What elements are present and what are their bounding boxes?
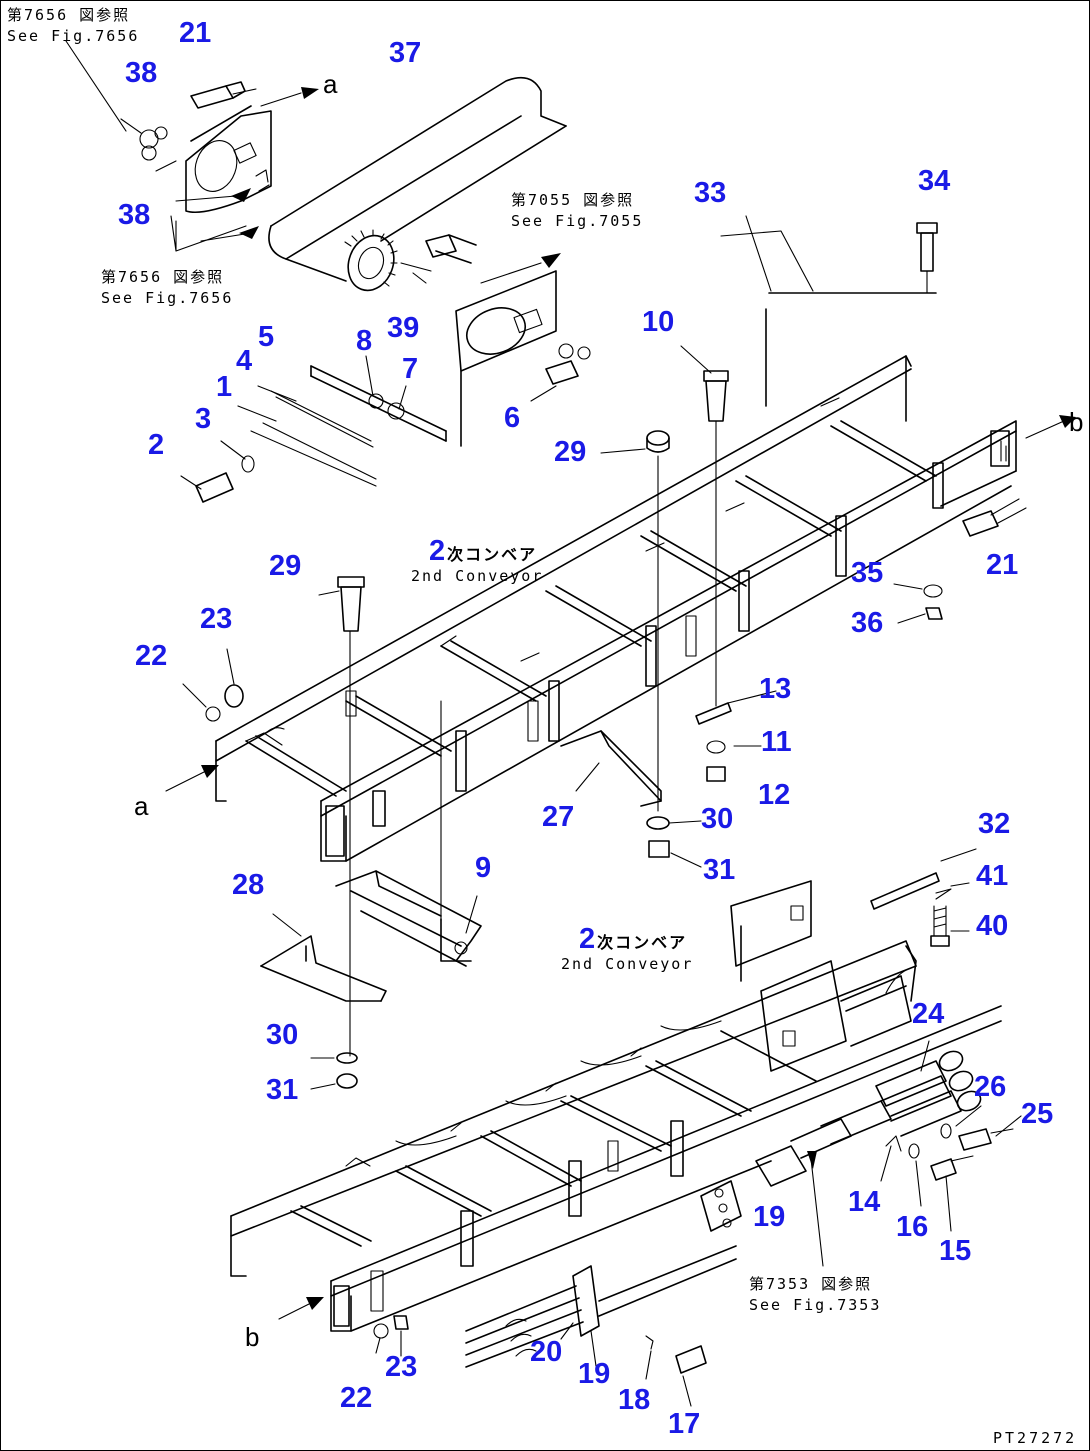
callout-4: 4 — [236, 345, 253, 377]
callout-19-right: 19 — [753, 1201, 786, 1233]
callout-17: 17 — [668, 1408, 701, 1440]
drawing-code: PT27272 — [993, 1429, 1078, 1447]
conveyor-label-jp: 次コンベア — [447, 545, 538, 564]
callout-9: 9 — [475, 852, 492, 884]
ref-note-jp: 第7656 図参照 — [101, 268, 225, 286]
callout-30-right: 30 — [701, 803, 734, 835]
callout-19-lower: 19 — [578, 1358, 611, 1390]
view-b-right: b — [1069, 407, 1084, 437]
callout-10: 10 — [642, 306, 675, 338]
view-b-lower: b — [245, 1322, 260, 1352]
ref-note-7055: 第7055 図参照 See Fig.7055 — [511, 190, 643, 232]
callout-2-conveyor-lower: 2 — [579, 923, 596, 955]
callout-29-left: 29 — [269, 550, 302, 582]
callout-40: 40 — [976, 910, 1009, 942]
callout-8: 8 — [356, 325, 373, 357]
callout-22-lower: 22 — [340, 1382, 373, 1414]
callout-18: 18 — [618, 1384, 651, 1416]
callout-28: 28 — [232, 869, 265, 901]
ref-note-en: See Fig.7656 — [101, 289, 234, 307]
ref-note-7656-top: 第7656 図参照 See Fig.7656 — [7, 5, 139, 47]
callout-14: 14 — [848, 1186, 881, 1218]
callout-30-left: 30 — [266, 1019, 299, 1051]
step-brackets — [260, 700, 482, 1090]
callout-31-left: 31 — [266, 1074, 299, 1106]
callout-26: 26 — [974, 1071, 1007, 1103]
callout-22-upper: 22 — [135, 640, 168, 672]
view-a-left: a — [134, 791, 149, 821]
callout-2-conveyor-upper: 2 — [429, 535, 446, 567]
lower-conveyor-frame — [230, 848, 1022, 1407]
view-a-upper: a — [323, 69, 338, 99]
callout-1: 1 — [216, 371, 233, 403]
callout-21-top: 21 — [179, 17, 212, 49]
conveyor-label-jp: 次コンベア — [597, 933, 688, 952]
callout-37: 37 — [389, 37, 422, 69]
ref-note-jp: 第7353 図参照 — [749, 1275, 873, 1293]
callout-39: 39 — [387, 312, 420, 344]
callout-24: 24 — [912, 998, 945, 1030]
callout-35: 35 — [851, 557, 884, 589]
callout-25: 25 — [1021, 1098, 1054, 1130]
callout-5: 5 — [258, 321, 275, 353]
callout-38-bottom: 38 — [118, 199, 151, 231]
ref-note-jp: 第7656 図参照 — [7, 6, 131, 24]
callout-16: 16 — [896, 1211, 929, 1243]
callout-32: 32 — [978, 808, 1011, 840]
ref-note-en: See Fig.7055 — [511, 212, 644, 230]
callout-12: 12 — [758, 779, 791, 811]
callout-7: 7 — [402, 353, 419, 385]
callout-15: 15 — [939, 1235, 972, 1267]
ref-note-en: See Fig.7353 — [749, 1296, 882, 1314]
conveyor-label-en: 2nd Conveyor — [561, 955, 694, 973]
callout-21-right: 21 — [986, 549, 1019, 581]
cover-and-bolts — [318, 215, 938, 1057]
callout-23-lower: 23 — [385, 1351, 418, 1383]
ref-note-jp: 第7055 図参照 — [511, 191, 635, 209]
callout-33: 33 — [694, 177, 727, 209]
conveyor-label-en: 2nd Conveyor — [411, 567, 544, 585]
callout-29-upper: 29 — [554, 436, 587, 468]
callout-20: 20 — [530, 1336, 563, 1368]
callout-31-right: 31 — [703, 854, 736, 886]
callout-38-top: 38 — [125, 57, 158, 89]
callout-13: 13 — [759, 673, 792, 705]
callout-2-upper: 2 — [148, 429, 165, 461]
right-bearing-plate — [400, 234, 591, 447]
ref-note-7656-bottom: 第7656 図参照 See Fig.7656 — [101, 267, 233, 309]
ref-note-7353: 第7353 図参照 See Fig.7353 — [749, 1274, 881, 1316]
callout-36: 36 — [851, 607, 884, 639]
callout-23-upper: 23 — [200, 603, 233, 635]
callout-27: 27 — [542, 801, 575, 833]
callout-6: 6 — [504, 402, 521, 434]
roller-parts — [180, 355, 557, 503]
ref-note-en: See Fig.7656 — [7, 27, 140, 45]
callout-11: 11 — [761, 726, 792, 758]
upper-conveyor-frame — [165, 355, 1076, 868]
callout-41: 41 — [976, 860, 1009, 892]
callout-3: 3 — [195, 403, 212, 435]
callout-34: 34 — [918, 165, 951, 197]
head-pulley-assembly — [65, 40, 567, 292]
